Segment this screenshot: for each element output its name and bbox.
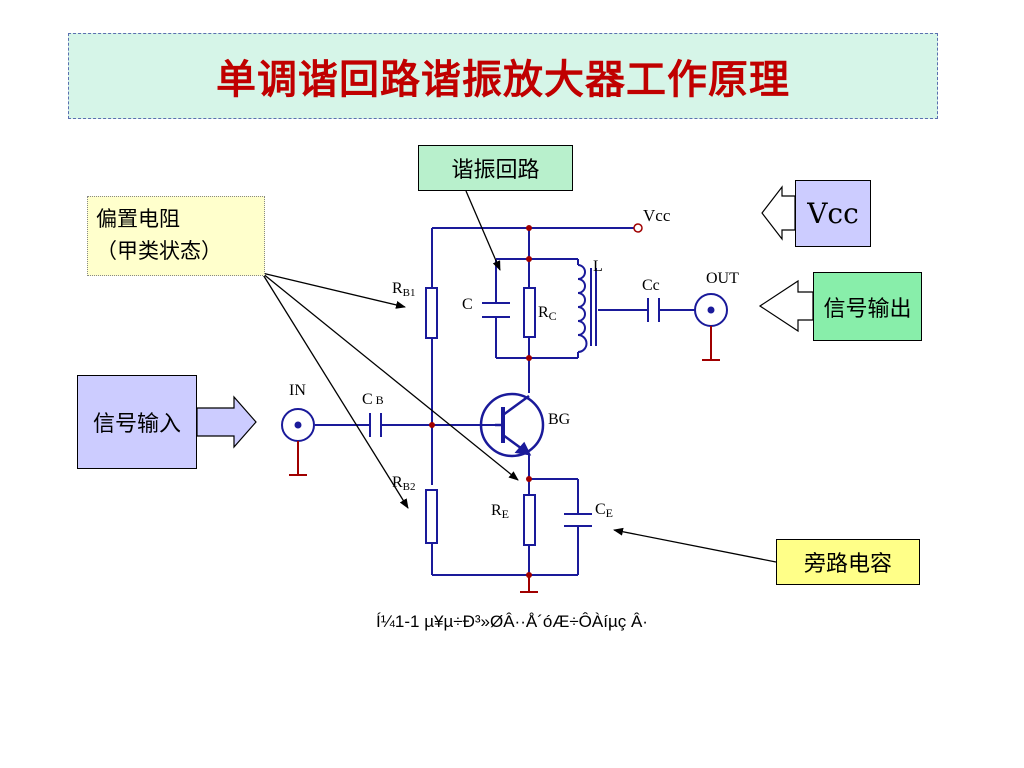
callout-bias-line1: 偏置电阻: [96, 207, 180, 231]
label-ce: CE: [595, 501, 613, 520]
ground-symbols: [289, 326, 720, 593]
figure-caption: Í¼1-1 µ¥µ÷Ð³»ØÂ··Å´óÆ÷Ô­Àíµç Â·: [376, 612, 648, 631]
label-rb1: RB1: [392, 280, 416, 299]
label-l: L: [593, 258, 603, 275]
page-title: 单调谐回路谐振放大器工作原理: [216, 56, 790, 103]
label-bg: BG: [548, 411, 571, 428]
wires: [315, 227, 695, 576]
callout-bias-resistor: 偏置电阻 （甲类状态）: [87, 196, 265, 276]
junction-nodes: [429, 225, 532, 578]
transistor-bg: [479, 392, 545, 458]
resistor-rb2: [425, 489, 438, 544]
resistor-rb1: [425, 287, 438, 339]
callout-bypass-capacitor: 旁路电容: [776, 539, 920, 585]
callout-in-label: 信号输入: [92, 412, 181, 437]
connector-out: [694, 293, 728, 327]
label-rc: RC: [538, 304, 557, 323]
label-vcc: Vcc: [643, 206, 671, 225]
label-re: RE: [491, 502, 509, 521]
capacitors: [369, 298, 660, 527]
callout-out-label: 信号输出: [823, 296, 912, 322]
callout-arrows: [261, 190, 777, 563]
callout-signal-input: 信号输入: [77, 375, 197, 469]
callout-bypass-label: 旁路电容: [803, 552, 892, 577]
in-block-arrow: [196, 395, 257, 449]
callout-resonant-circuit: 谐振回路: [418, 145, 573, 191]
resistor-rc: [523, 287, 536, 338]
out-block-arrow: [758, 279, 814, 333]
resistors: [425, 287, 536, 546]
label-cc: Cc: [642, 277, 660, 294]
resistor-re: [523, 494, 536, 546]
label-out: OUT: [706, 270, 739, 287]
label-c: C: [462, 296, 473, 313]
callout-resonant-label: 谐振回路: [451, 158, 540, 183]
vcc-block-arrow: [761, 185, 796, 241]
label-rb2: RB2: [392, 474, 416, 493]
vcc-terminal: [633, 223, 643, 233]
inductor-l: [577, 264, 597, 353]
callout-bias-line2: （甲类状态）: [96, 239, 222, 263]
callout-vcc: Vcc: [795, 180, 871, 247]
callout-vcc-label: Vcc: [807, 197, 859, 230]
connector-in: [281, 408, 315, 442]
title-banner: 单调谐回路谐振放大器工作原理: [68, 33, 938, 119]
callout-signal-output: 信号输出: [813, 272, 922, 341]
label-in: IN: [289, 382, 306, 399]
